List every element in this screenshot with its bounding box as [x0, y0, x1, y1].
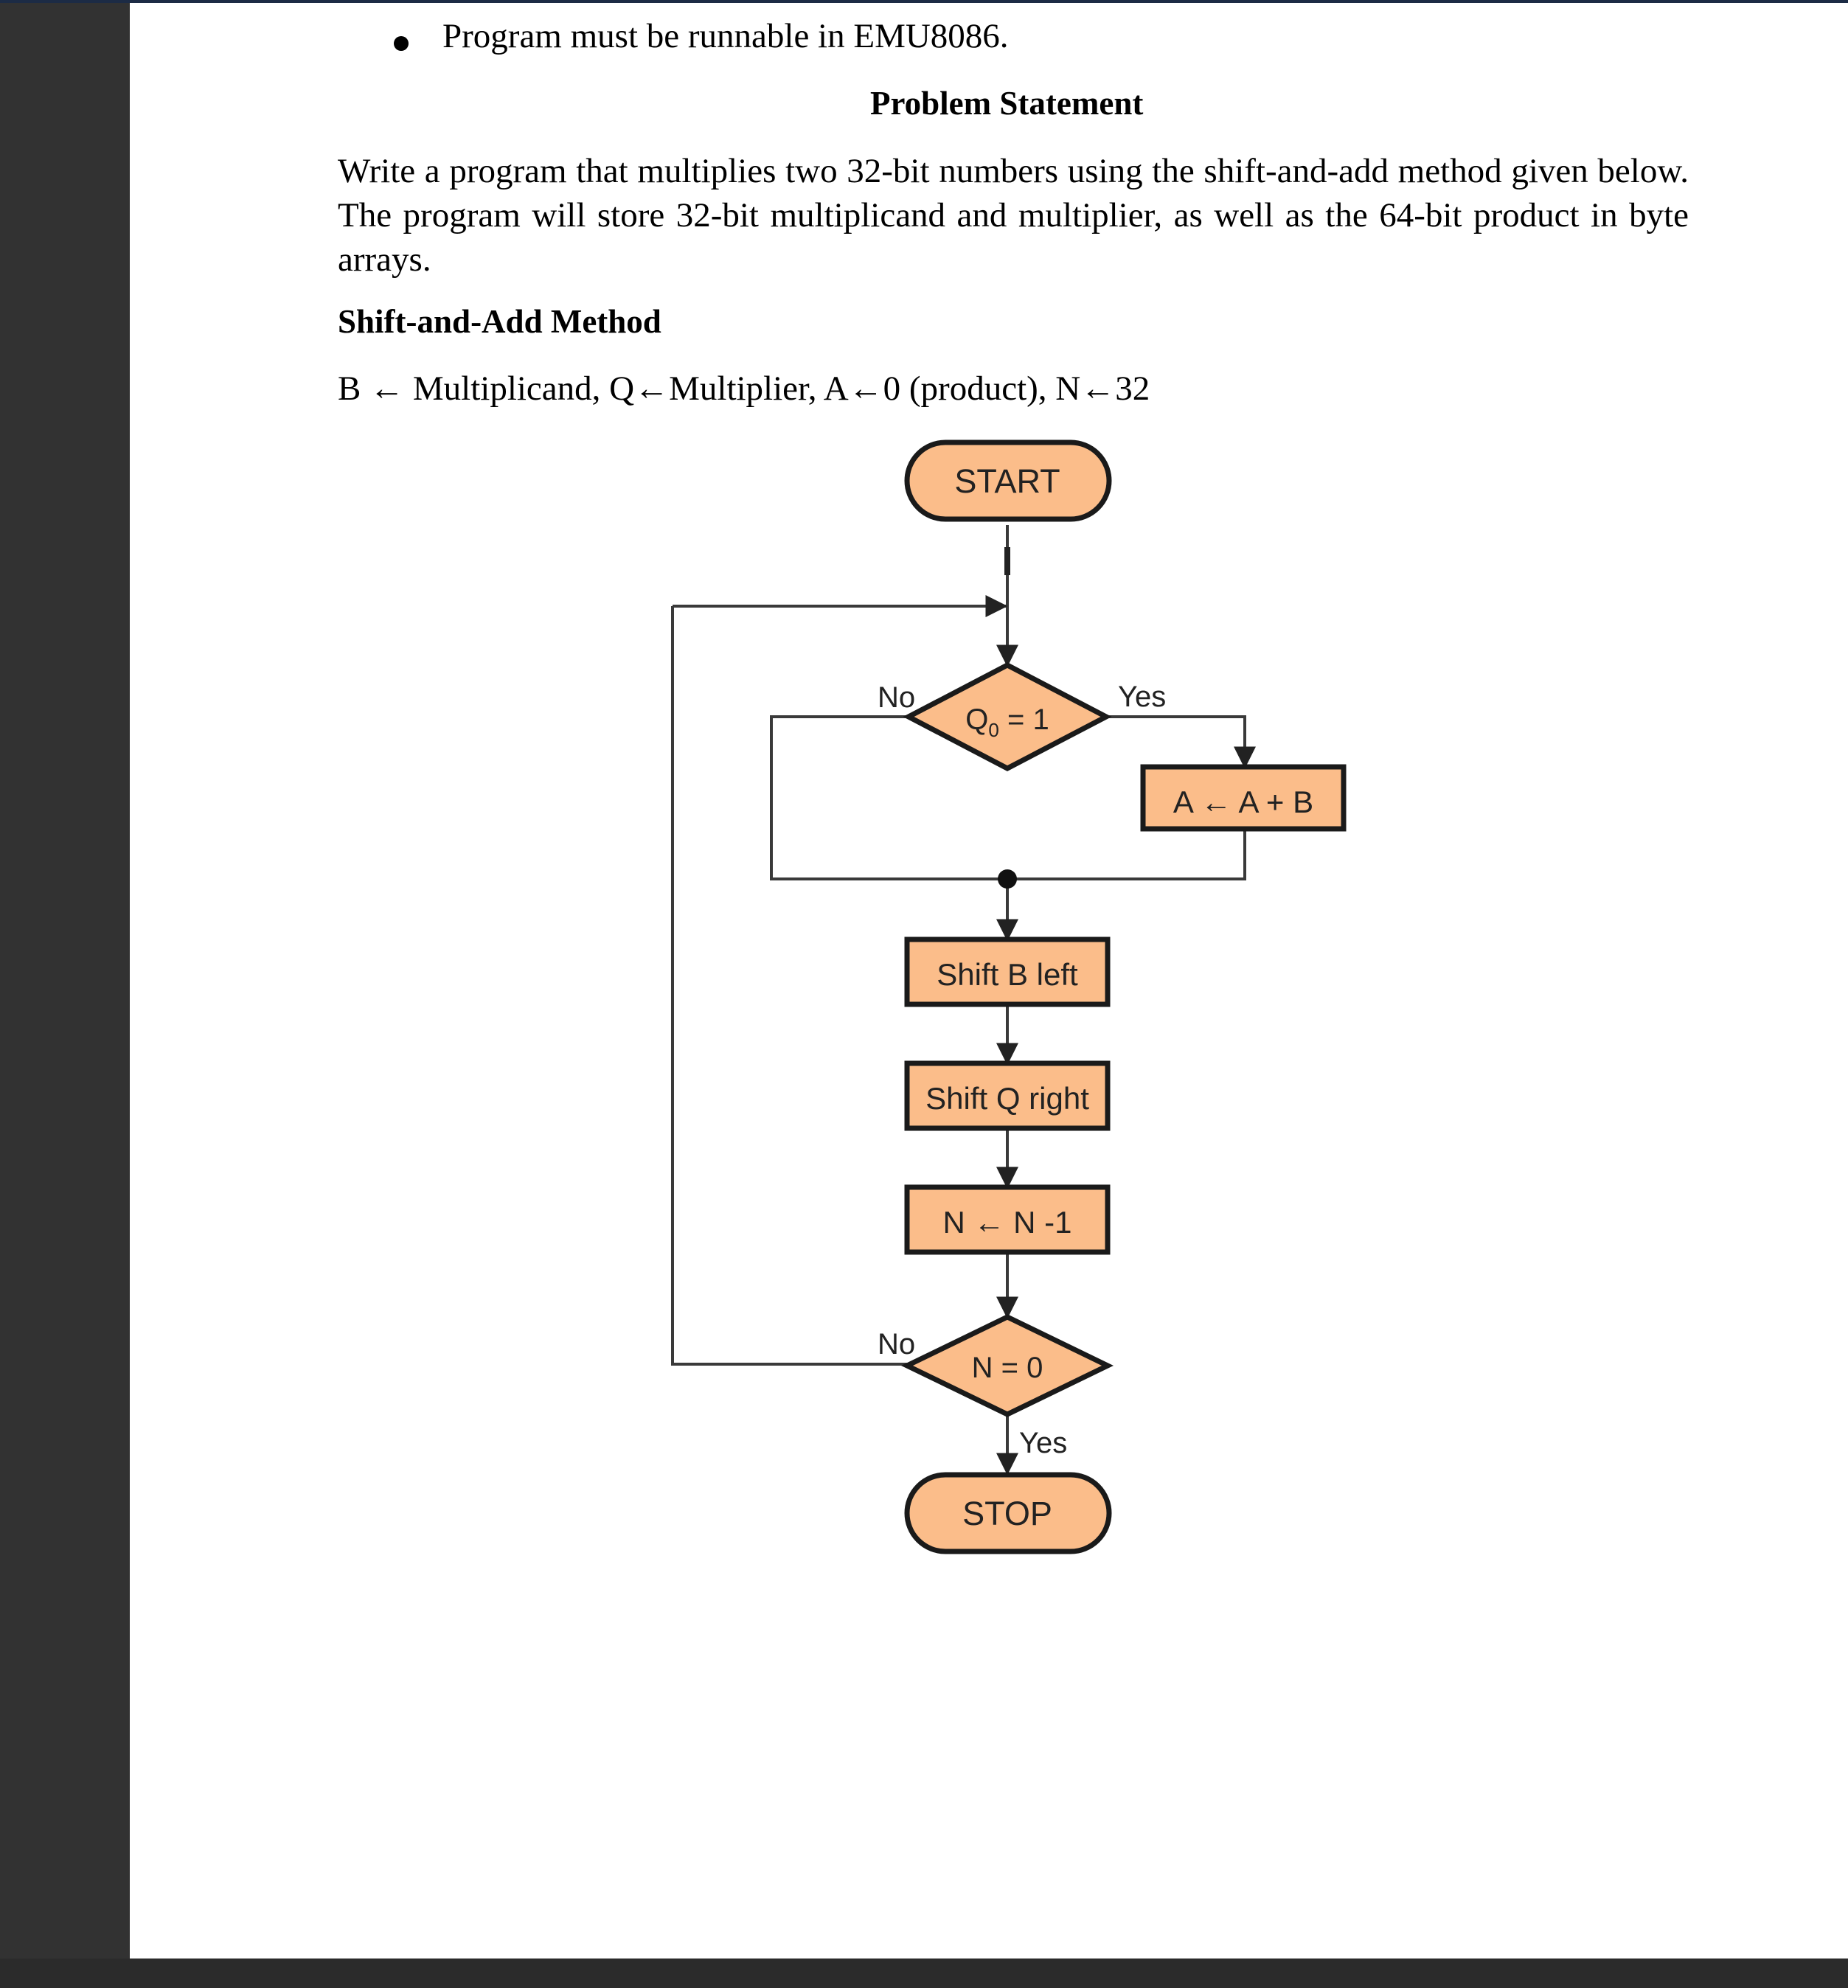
- merge-junction-dot: [998, 869, 1017, 889]
- bullet-point: [394, 36, 409, 51]
- bullet-text: Program must be runnable in EMU8086.: [442, 17, 1009, 55]
- initialization-line: B ← Multiplicand, Q←Multiplier, A←0 (pro…: [338, 369, 1150, 408]
- decision-q0-no-label: No: [878, 681, 915, 714]
- connector-no-bypass: [770, 715, 1246, 880]
- shift-b-node: [904, 936, 1111, 1007]
- decrement-node: [904, 1184, 1111, 1255]
- decision-q0-node: [903, 662, 1112, 771]
- flowchart: START Q0 = 1 No Yes A ← A + B Shift B le…: [671, 439, 1347, 1554]
- decision-n-label: N = 0: [972, 1352, 1043, 1384]
- decision-q0-label: Q0 = 1: [965, 703, 1049, 741]
- window-top-strip: [0, 0, 1848, 3]
- stop-node: [904, 1472, 1112, 1554]
- add-label: A ← A + B: [1173, 785, 1313, 819]
- start-node: [904, 439, 1112, 522]
- problem-statement-heading: Problem Statement: [870, 85, 1144, 122]
- window-bottom-strip: [0, 1959, 1848, 1988]
- decrement-label: N ← N -1: [942, 1205, 1071, 1240]
- problem-paragraph: Write a program that multiplies two 32-b…: [338, 152, 1689, 279]
- connector-loop-back: [671, 606, 909, 1366]
- document-page: Program must be runnable in EMU8086. Pro…: [130, 3, 1848, 1959]
- stop-label: STOP: [962, 1495, 1052, 1532]
- add-node: [1140, 764, 1347, 832]
- shift-q-node: [904, 1060, 1111, 1131]
- decision-n-node: [900, 1314, 1114, 1417]
- shift-b-label: Shift B left: [937, 957, 1078, 992]
- decision-n-yes-label: Yes: [1019, 1427, 1067, 1459]
- method-heading: Shift-and-Add Method: [338, 303, 661, 340]
- start-label: START: [954, 462, 1060, 500]
- start-tick-mark: [1004, 547, 1010, 575]
- decision-n-no-label: No: [878, 1328, 915, 1360]
- shift-q-label: Shift Q right: [925, 1081, 1089, 1116]
- connector-yes-to-add: [1106, 715, 1256, 769]
- decision-q0-yes-label: Yes: [1118, 681, 1166, 713]
